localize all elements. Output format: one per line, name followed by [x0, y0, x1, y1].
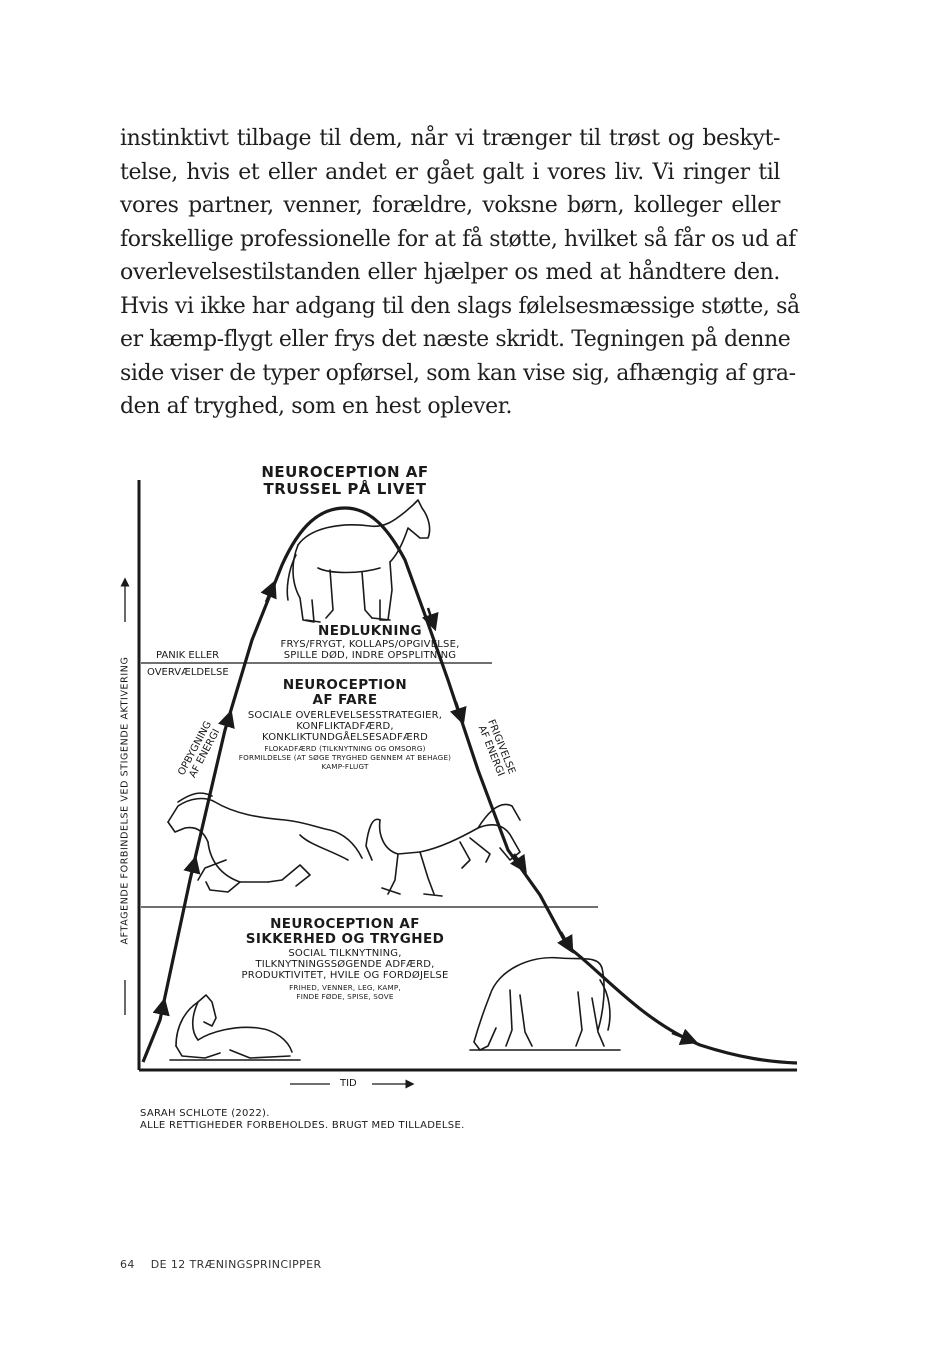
body-line: overlevelsestilstanden eller hjælper os …: [120, 260, 780, 285]
safety-text-line: PRODUKTIVITET, HVILE OG FORDØJELSE: [241, 970, 449, 981]
danger-small-line: FLOKADFÆRD (TILKNYTNING OG OMSORG): [264, 744, 426, 753]
y-axis-label: AFTAGENDE FORBINDELSE VED STIGENDE AKTIV…: [119, 656, 131, 945]
page-number: 64: [120, 1258, 135, 1271]
panic-label-line: PANIK ELLER: [156, 650, 220, 661]
grazing-horse-icon: [469, 956, 621, 1051]
body-line: telse, hvis et eller andet er gået galt …: [120, 159, 780, 185]
danger-text-line: SOCIALE OVERLEVELSESSTRATEGIER,: [247, 710, 443, 721]
diagram-graphics: [120, 480, 798, 1089]
bucking-horse-icon: [365, 803, 521, 897]
top-title-line: TRUSSEL PÅ LIVET: [263, 480, 427, 498]
top-title-line: NEUROCEPTION AF: [261, 463, 429, 481]
shutdown-text-line: FRYS/FRYGT, KOLLAPS/OPGIVELSE,: [280, 639, 460, 650]
danger-text-line: KONFLIKTADFÆRD,: [296, 721, 394, 732]
shutdown-text-line: SPILLE DØD, INDRE OPSPLITNING: [283, 650, 457, 661]
danger-small-text: FLOKADFÆRD (TILKNYTNING OG OMSORG) FORMI…: [215, 744, 475, 771]
safety-small-text: FRIHED, VENNER, LEG, KAMP, FINDE FØDE, S…: [245, 983, 445, 1001]
safety-text-line: TILKNYTNINGSSØGENDE ADFÆRD,: [255, 959, 435, 970]
curve-arrow: [218, 709, 235, 735]
figure-credit: SARAH SCHLOTE (2022). ALLE RETTIGHEDER F…: [140, 1108, 465, 1132]
panic-label: OVERVÆLDELSE: [147, 667, 229, 678]
danger-text: SOCIALE OVERLEVELSESSTRATEGIER, KONFLIKT…: [220, 710, 470, 743]
credit-line: ALLE RETTIGHEDER FORBEHOLDES. BRUGT MED …: [140, 1120, 465, 1131]
curve-arrow: [152, 997, 170, 1021]
body-text: instinktivt tilbage til dem, når vi træn…: [120, 122, 800, 424]
body-line: Hvis vi ikke har adgang til den slags fø…: [120, 293, 800, 319]
curve-arrow: [260, 579, 277, 603]
safety-text-line: SOCIAL TILKNYTNING,: [288, 948, 402, 959]
lying-horse-icon: [169, 994, 301, 1061]
curve-arrow: [421, 607, 439, 632]
safety-title-line: SIKKERHED OG TRYGHED: [245, 931, 445, 947]
arousal-curve: [141, 506, 798, 1065]
body-line: vores partner, venner, forældre, voksne …: [120, 193, 780, 218]
danger-title-line: AF FARE: [312, 692, 378, 708]
curve-arrow: [449, 701, 467, 726]
danger-text-line: KONKLIKTUNDGÅELSESADFÆRD: [262, 732, 428, 743]
danger-title: NEUROCEPTION AF FARE: [240, 678, 450, 708]
safety-title: NEUROCEPTION AF SIKKERHED OG TRYGHED: [225, 917, 465, 947]
page-footer: 64 DE 12 TRÆNINGSPRINCIPPER: [120, 1258, 334, 1271]
curve-arrow: [671, 1028, 699, 1045]
body-line: instinktivt tilbage til dem, når vi træn…: [120, 126, 780, 151]
danger-small-line: KAMP-FLUGT: [321, 762, 369, 771]
x-axis-label: TID: [340, 1078, 357, 1089]
body-line: er kæmp-flygt eller frys det næste skrid…: [120, 327, 791, 352]
safety-title-line: NEUROCEPTION AF: [270, 916, 420, 932]
arousal-diagram: NEUROCEPTION AF TRUSSEL PÅ LIVET NEDLUKN…: [0, 450, 926, 1150]
safety-small-line: FRIHED, VENNER, LEG, KAMP,: [289, 983, 401, 992]
danger-title-line: NEUROCEPTION: [282, 677, 408, 693]
galloping-horse-icon: [167, 792, 363, 893]
safety-text: SOCIAL TILKNYTNING, TILKNYTNINGSSØGENDE …: [215, 948, 475, 981]
shutdown-text: FRYS/FRYGT, KOLLAPS/OPGIVELSE, SPILLE DØ…: [240, 639, 500, 661]
standing-horse-icon: [286, 499, 431, 623]
danger-small-line: FORMILDELSE (AT SØGE TRYGHED GENNEM AT B…: [238, 753, 452, 762]
safety-small-line: FINDE FØDE, SPISE, SOVE: [296, 992, 394, 1001]
body-line: forskellige professionelle for at få stø…: [120, 226, 796, 252]
section-title: DE 12 TRÆNINGSPRINCIPPER: [150, 1258, 322, 1271]
body-line: den af tryghed, som en hest oplever.: [120, 394, 513, 419]
panic-label: PANIK ELLER: [156, 650, 219, 661]
curve-arrow: [557, 931, 574, 954]
credit-line: SARAH SCHLOTE (2022).: [140, 1108, 270, 1119]
curve-arrow: [183, 855, 201, 881]
shutdown-title: NEDLUKNING: [318, 623, 422, 639]
body-line: side viser de typer opførsel, som kan vi…: [120, 360, 796, 386]
panic-label-line: OVERVÆLDELSE: [147, 667, 229, 678]
top-title: NEUROCEPTION AF TRUSSEL PÅ LIVET: [230, 464, 460, 498]
